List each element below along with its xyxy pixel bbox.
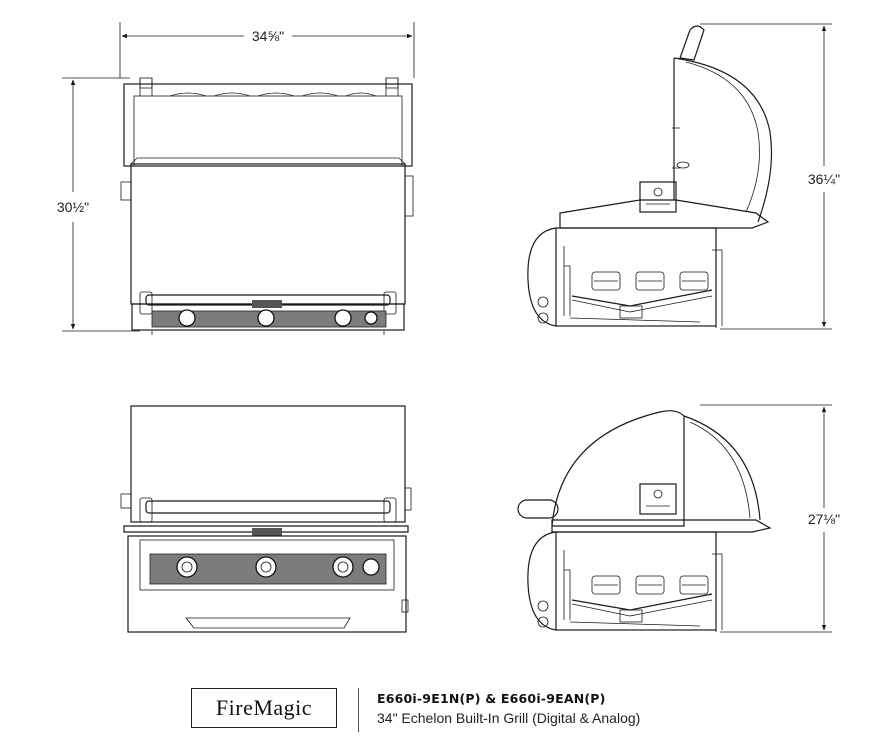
side-closed-height-label: 27⅛": [808, 511, 840, 527]
product-description: 34" Echelon Built-In Grill (Digital & An…: [377, 710, 641, 726]
grill-side-closed-drawing: [517, 404, 832, 633]
front-open-height-label: 30½": [57, 199, 89, 215]
model-numbers: E660i-9E1N(P) & E660i-9EAN(P): [377, 691, 606, 706]
footer-divider: [358, 688, 359, 732]
grill-front-closed-drawing: [120, 405, 412, 633]
grill-front-open-drawing: [62, 22, 415, 335]
product-footer: FireMagic E660i-9E1N(P) & E660i-9EAN(P) …: [191, 688, 751, 738]
grill-side-open-drawing: [527, 23, 832, 330]
firemagic-logo: FireMagic: [191, 688, 337, 728]
side-open-height-label: 36¼": [808, 171, 840, 187]
front-open-width-label: 34⅝": [252, 28, 284, 44]
